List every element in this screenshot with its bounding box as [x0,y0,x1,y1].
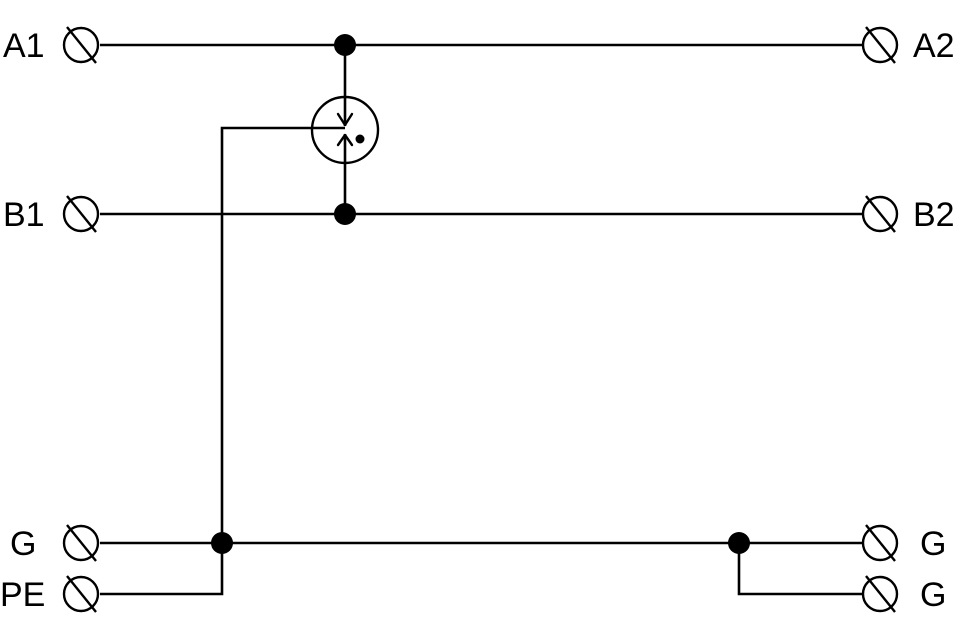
junction-a [334,34,356,56]
protector-upper-arrow [336,112,354,127]
wire-pe [100,543,224,596]
terminal-b2: B2 [861,195,955,234]
label-a2: A2 [913,27,955,65]
wire-ground-right-branch [737,543,862,596]
label-b1: B1 [3,196,45,234]
terminal-g-right-top: G [861,524,946,563]
terminal-slash [865,195,896,233]
terminal-slash [865,524,896,562]
terminal-g-right-bottom: G [861,575,946,614]
terminal-slash [66,575,97,613]
terminal-a1: A1 [3,26,100,65]
label-a1: A1 [3,27,45,65]
terminal-slash [66,26,97,64]
terminal-g-left: G [10,524,100,563]
protector-lower-arrow [336,133,354,147]
protector-gas-dot [355,134,365,144]
label-pe: PE [0,576,45,614]
terminal-slash [865,26,896,64]
terminal-b1: B1 [3,195,100,234]
wires [100,43,862,596]
wire-protector-ground [220,126,345,543]
junction-b [334,203,356,225]
label-b2: B2 [913,196,955,234]
label-g-left: G [10,525,36,563]
terminal-slash [865,575,896,613]
terminal-pe: PE [0,575,100,614]
junctions [211,34,750,554]
junction-ground-right [728,532,750,554]
terminal-slash [66,524,97,562]
terminal-slash [66,195,97,233]
terminal-a2: A2 [861,26,955,65]
label-g-right-bottom: G [920,576,946,614]
junction-ground-left [211,532,233,554]
label-g-right-top: G [920,525,946,563]
gas-discharge-tube-icon [310,95,380,165]
